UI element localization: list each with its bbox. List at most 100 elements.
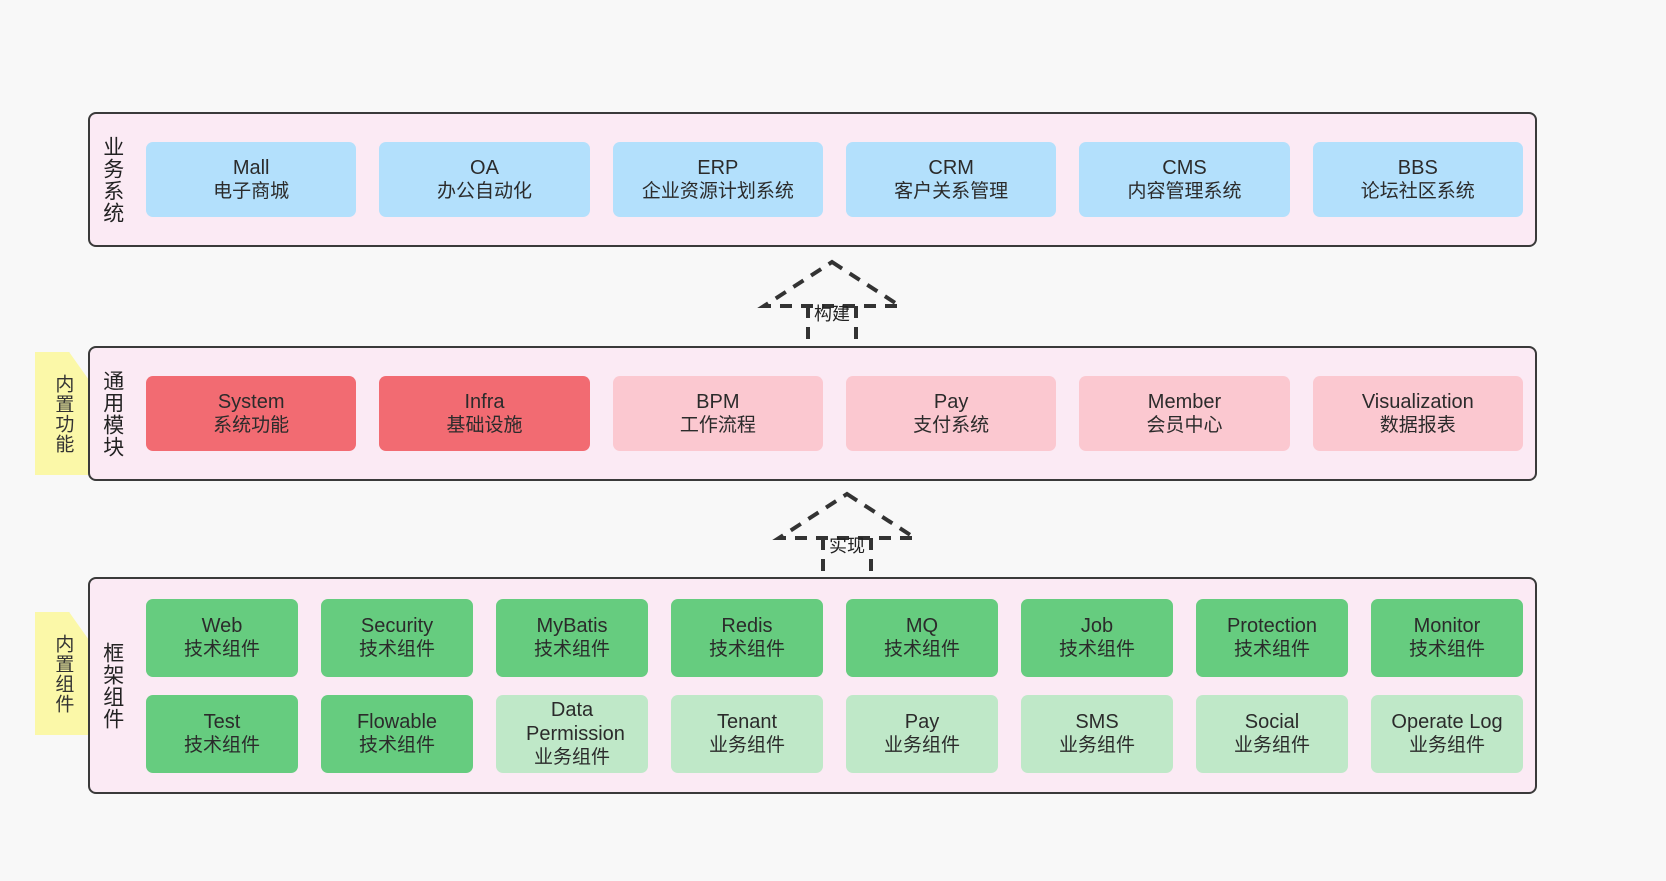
node-monitor[interactable]: Monitor 技术组件 (1371, 598, 1523, 677)
node-title-cn: 技术组件 (183, 639, 260, 661)
node-oa[interactable]: OA 办公自动化 (379, 142, 590, 217)
node-system[interactable]: System 系统功能 (146, 376, 357, 451)
node-title-en: Social (1244, 710, 1300, 733)
layer-framework-components: 框架组件 Web 技术组件 Security 技术组件 MyBatis 技术组件… (88, 577, 1537, 794)
node-title-cn: 技术组件 (358, 735, 435, 757)
node-title-en: Pay (933, 390, 969, 413)
node-title-en: Operate Log (1391, 710, 1503, 733)
node-title-cn: 客户关系管理 (894, 181, 1009, 203)
node-tenant[interactable]: Tenant 业务组件 (671, 694, 823, 773)
node-title-cn: 技术组件 (183, 735, 260, 757)
layer-business-systems: 业务系统 Mall 电子商城 OA 办公自动化 ERP 企业资源计划系统 CRM… (88, 112, 1537, 247)
node-member[interactable]: Member 会员中心 (1079, 376, 1290, 451)
node-title-cn: 内容管理系统 (1127, 181, 1242, 203)
node-mybatis[interactable]: MyBatis 技术组件 (496, 598, 648, 677)
connector-implement-label: 实现 (829, 536, 865, 556)
node-title-cn: 业务组件 (1058, 735, 1135, 757)
node-title-en: CRM (928, 156, 974, 179)
node-row: Mall 电子商城 OA 办公自动化 ERP 企业资源计划系统 CRM 客户关系… (146, 142, 1523, 217)
node-title-en: Pay (904, 710, 940, 733)
node-test[interactable]: Test 技术组件 (146, 694, 298, 773)
node-title-en: Redis (721, 614, 773, 637)
node-security[interactable]: Security 技术组件 (321, 598, 473, 677)
node-title-cn: 业务组件 (708, 735, 785, 757)
node-title-en: MQ (905, 614, 939, 637)
node-title-en: ERP (697, 156, 739, 179)
layer-title-common-modules: 通用模块 (100, 369, 124, 458)
node-social[interactable]: Social 业务组件 (1196, 694, 1348, 773)
node-title-en: BBS (1397, 156, 1438, 179)
node-title-cn: 工作流程 (679, 415, 756, 437)
node-title-en: SMS (1075, 710, 1119, 733)
layer-body-common-modules: System 系统功能 Infra 基础设施 BPM 工作流程 Pay 支付系统… (134, 348, 1535, 479)
node-title-cn: 技术组件 (1058, 639, 1135, 661)
node-title-en: OA (470, 156, 499, 179)
node-title-en: Visualization (1361, 390, 1474, 413)
arrowhead-triangle (757, 259, 907, 308)
node-title-en: Tenant (716, 710, 778, 733)
node-bpm[interactable]: BPM 工作流程 (612, 376, 823, 451)
node-crm[interactable]: CRM 客户关系管理 (845, 142, 1057, 217)
note-builtin-function: 内置功能 (35, 352, 90, 475)
node-title-cn: 技术组件 (1408, 639, 1485, 661)
node-title-cn: 支付系统 (913, 415, 990, 437)
node-title-cn: 技术组件 (883, 639, 960, 661)
node-operate-log[interactable]: Operate Log 业务组件 (1371, 694, 1523, 773)
node-cms[interactable]: CMS 内容管理系统 (1079, 142, 1290, 217)
node-row: System 系统功能 Infra 基础设施 BPM 工作流程 Pay 支付系统… (146, 376, 1523, 451)
node-title-cn: 业务组件 (533, 747, 610, 769)
node-title-en: Infra (464, 390, 505, 413)
node-title-en: Member (1147, 390, 1222, 413)
node-title-cn: 会员中心 (1146, 415, 1223, 437)
node-title-en: Flowable (356, 710, 438, 733)
node-bbs[interactable]: BBS 论坛社区系统 (1312, 142, 1523, 217)
node-title-cn: 业务组件 (1233, 735, 1310, 757)
connector-implement: 实现 (772, 490, 922, 582)
node-job[interactable]: Job 技术组件 (1021, 598, 1173, 677)
node-title-en: Mall (232, 156, 270, 179)
node-title-en: Data Permission (526, 698, 625, 745)
note-builtin-component: 内置组件 (35, 612, 90, 735)
node-erp[interactable]: ERP 企业资源计划系统 (612, 142, 823, 217)
node-title-cn: 技术组件 (358, 639, 435, 661)
layer-title-business-systems: 业务系统 (100, 135, 124, 224)
node-title-cn: 技术组件 (533, 639, 610, 661)
node-flowable[interactable]: Flowable 技术组件 (321, 694, 473, 773)
node-title-en: System (217, 390, 285, 413)
node-row: Web 技术组件 Security 技术组件 MyBatis 技术组件 Redi… (146, 598, 1523, 677)
node-protection[interactable]: Protection 技术组件 (1196, 598, 1348, 677)
node-title-en: Monitor (1413, 614, 1481, 637)
node-title-en: Job (1080, 614, 1114, 637)
node-title-en: Web (201, 614, 243, 637)
node-pay-component[interactable]: Pay 业务组件 (846, 694, 998, 773)
node-mall[interactable]: Mall 电子商城 (146, 142, 357, 217)
node-data-permission[interactable]: Data Permission 业务组件 (496, 694, 648, 773)
layer-common-modules: 通用模块 System 系统功能 Infra 基础设施 BPM 工作流程 Pay… (88, 346, 1537, 481)
node-infra[interactable]: Infra 基础设施 (379, 376, 590, 451)
node-redis[interactable]: Redis 技术组件 (671, 598, 823, 677)
connector-implement-arrow (772, 491, 922, 582)
node-title-cn: 业务组件 (1408, 735, 1485, 757)
note-label: 内置组件 (52, 633, 74, 714)
note-fold-corner-icon (69, 352, 90, 373)
node-title-cn: 办公自动化 (436, 181, 532, 203)
node-mq[interactable]: MQ 技术组件 (846, 598, 998, 677)
layer-body-business-systems: Mall 电子商城 OA 办公自动化 ERP 企业资源计划系统 CRM 客户关系… (134, 114, 1535, 245)
node-title-cn: 数据报表 (1379, 415, 1456, 437)
node-title-en: BPM (696, 390, 740, 413)
node-title-cn: 业务组件 (883, 735, 960, 757)
node-row: Test 技术组件 Flowable 技术组件 Data Permission … (146, 694, 1523, 773)
node-title-cn: 企业资源计划系统 (641, 181, 794, 203)
node-title-en: Security (360, 614, 434, 637)
connector-build: 构建 (757, 258, 907, 350)
node-visualization[interactable]: Visualization 数据报表 (1312, 376, 1523, 451)
node-title-cn: 基础设施 (446, 415, 523, 437)
connector-build-label: 构建 (814, 304, 850, 324)
node-sms[interactable]: SMS 业务组件 (1021, 694, 1173, 773)
node-pay-module[interactable]: Pay 支付系统 (845, 376, 1057, 451)
layer-title-framework-components: 框架组件 (100, 641, 124, 730)
node-title-cn: 技术组件 (708, 639, 785, 661)
note-fold-corner-icon (69, 612, 90, 633)
node-web[interactable]: Web 技术组件 (146, 598, 298, 677)
